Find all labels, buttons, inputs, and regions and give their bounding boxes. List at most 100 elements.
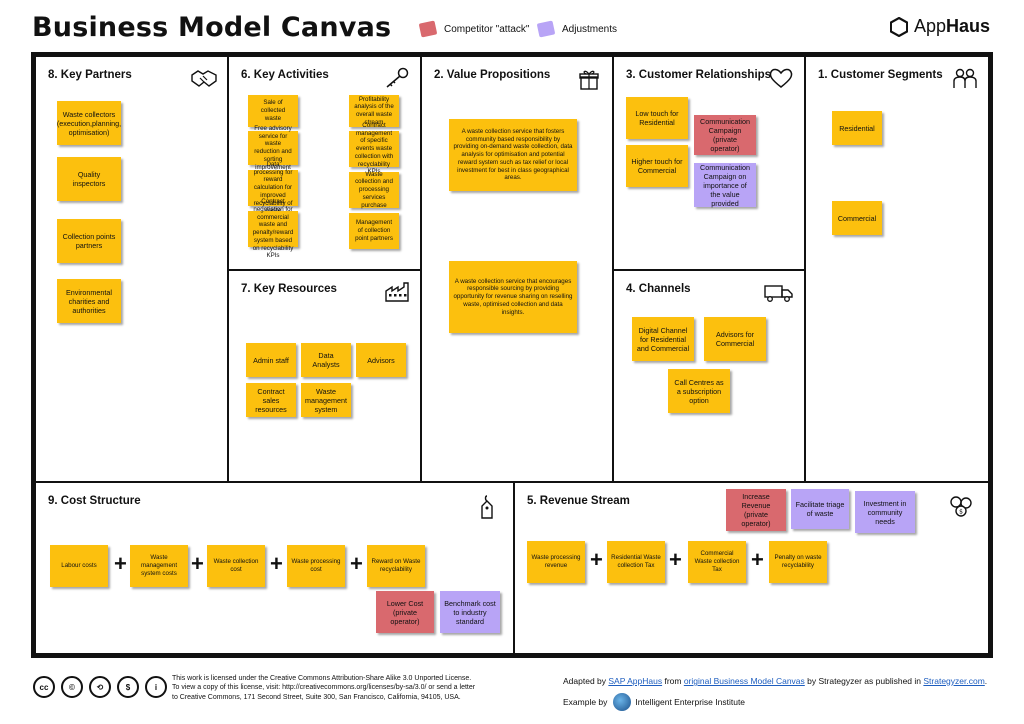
block-title: 9. Cost Structure xyxy=(48,495,141,507)
plus-sign: + xyxy=(669,547,682,572)
coins-icon: $ xyxy=(950,496,972,517)
block-title: 6. Key Activities xyxy=(241,69,329,81)
legend-label: Adjustments xyxy=(562,23,618,35)
example-by: Example by Intelligent Enterprise Instit… xyxy=(563,693,745,711)
block-title: 4. Channels xyxy=(626,283,691,295)
block-title: 5. Revenue Stream xyxy=(527,495,630,507)
block-value-propositions: 2. Value Propositions A waste collection… xyxy=(420,55,614,483)
sticky-note: Sale of collected waste xyxy=(248,95,298,127)
example-label: Example by xyxy=(563,697,608,707)
canvas-frame: 8. Key Partners Waste collectors (execut… xyxy=(31,52,993,658)
sticky-note: Commercial xyxy=(832,201,882,235)
block-title: 1. Customer Segments xyxy=(818,69,943,81)
legend-label: Competitor "attack" xyxy=(444,23,530,35)
block-customer-relationships: 3. Customer Relationships Low touch for … xyxy=(612,55,806,271)
example-org: Intelligent Enterprise Institute xyxy=(635,697,746,707)
legend-adjustments: Adjustments xyxy=(536,20,618,38)
gift-icon xyxy=(579,70,599,90)
people-icon xyxy=(953,68,977,88)
sticky-note: A waste collection service that encourag… xyxy=(449,261,577,333)
sticky-note: Waste processing cost xyxy=(287,545,345,587)
sticky-note: Waste collection and processing services… xyxy=(349,171,399,209)
heart-icon xyxy=(769,68,793,88)
sticky-note: Higher touch for Commercial xyxy=(626,145,688,187)
sticky-note: Waste management system xyxy=(301,383,351,417)
sticky-note: Environmental charities and authorities xyxy=(57,279,121,323)
license-text: This work is licensed under the Creative… xyxy=(172,674,475,702)
sticky-note: Collection points partners xyxy=(57,219,121,263)
block-title: 2. Value Propositions xyxy=(434,69,551,81)
block-title: 3. Customer Relationships xyxy=(626,69,772,81)
cc-icon: cc xyxy=(33,676,55,698)
sticky-note: Labour costs xyxy=(50,545,108,587)
iei-logo-icon xyxy=(613,693,632,711)
tag-icon xyxy=(481,495,493,519)
plus-sign: + xyxy=(270,551,283,576)
copyright-icon: © xyxy=(61,676,83,698)
attribution-mid: from xyxy=(662,676,684,686)
handshake-icon xyxy=(191,70,217,87)
sticky-note: Profitability analysis of the overall wa… xyxy=(349,95,399,127)
sticky-note: Contract negotiation for commercial wast… xyxy=(248,198,298,259)
block-channels: 4. Channels Digital Channel for Resident… xyxy=(612,269,806,483)
share-alike-icon: ⟲ xyxy=(89,676,111,698)
sap-apphaus-link[interactable]: SAP AppHaus xyxy=(608,676,663,686)
legend-swatch-purple xyxy=(536,20,556,38)
sticky-note: Residential Waste collection Tax xyxy=(607,541,665,583)
plus-sign: + xyxy=(114,551,127,576)
sticky-note: Reward on Waste recyclability xyxy=(367,545,425,587)
block-revenue-stream: 5. Revenue Stream $ Waste processing rev… xyxy=(513,481,990,655)
license-line: to Creative Commons, 171 Second Street, … xyxy=(172,693,461,701)
sticky-note: Advisors for Commercial xyxy=(704,317,766,361)
plus-sign: + xyxy=(191,551,204,576)
sticky-note: Contract sales resources xyxy=(246,383,296,417)
block-cost-structure: 9. Cost Structure Labour costs + Waste m… xyxy=(34,481,515,655)
attribution-end: . xyxy=(984,676,988,686)
license-line: To view a copy of this license, visit: h… xyxy=(172,684,476,692)
sticky-note: Penalty on waste recyclability xyxy=(769,541,827,583)
plus-sign: + xyxy=(751,547,764,572)
attribution-text: Adapted by SAP AppHaus from original Bus… xyxy=(563,676,987,686)
sticky-note: Low touch for Residential xyxy=(626,97,688,139)
sticky-note-competitor: Communication Campaign (private operator… xyxy=(694,115,756,155)
legend-swatch-red xyxy=(418,20,438,38)
sticky-note: Waste processing revenue xyxy=(527,541,585,583)
sticky-note: Waste management system costs xyxy=(130,545,188,587)
sticky-note: Admin staff xyxy=(246,343,296,377)
brand-prefix: App xyxy=(913,16,946,36)
block-key-activities: 6. Key Activities Sale of collected wast… xyxy=(227,55,422,271)
sticky-note-adjustment: Benchmark cost to industry standard xyxy=(440,591,500,633)
block-title: 8. Key Partners xyxy=(48,69,132,81)
sticky-note: Quality inspectors xyxy=(57,157,121,201)
brand-suffix: Haus xyxy=(945,16,990,36)
sticky-note: Waste collection cost xyxy=(207,545,265,587)
svg-text:$: $ xyxy=(959,509,963,516)
sticky-note: Call Centres as a subscription option xyxy=(668,369,730,413)
creative-commons-badges: cc © ⟲ $ i xyxy=(33,676,167,698)
plus-sign: + xyxy=(350,551,363,576)
legend-competitor-attack: Competitor "attack" xyxy=(418,20,530,38)
sticky-note: Contract management of specific events w… xyxy=(349,122,399,175)
block-key-resources: 7. Key Resources Admin staff Data Analys… xyxy=(227,269,422,483)
attribution-prefix: Adapted by xyxy=(563,676,609,686)
factory-icon xyxy=(385,282,409,302)
attribution-mid2: by Strategyzer as published in xyxy=(804,676,924,686)
original-bmc-link[interactable]: original Business Model Canvas xyxy=(683,676,805,686)
block-key-partners: 8. Key Partners Waste collectors (execut… xyxy=(34,55,229,483)
sticky-note: Management of collection point partners xyxy=(349,213,399,249)
sticky-note-adjustment: Communication Campaign on importance of … xyxy=(694,163,756,208)
sticky-note-competitor: Lower Cost (private operator) xyxy=(376,591,434,633)
block-customer-segments: 1. Customer Segments Residential Commerc… xyxy=(804,55,990,483)
page-title: Business Model Canvas xyxy=(32,12,392,43)
license-line: This work is licensed under the Creative… xyxy=(172,675,472,682)
sticky-note: Residential xyxy=(832,111,882,145)
sticky-note-adjustment: Investment in community needs xyxy=(855,491,915,533)
sticky-note: Data Analysts xyxy=(301,343,351,377)
strategyzer-link[interactable]: Strategyzer.com xyxy=(923,676,985,686)
plus-sign: + xyxy=(590,547,603,572)
sticky-note-competitor: Increase Revenue (private operator) xyxy=(726,489,786,531)
sticky-note: Commercial Waste collection Tax xyxy=(688,541,746,583)
sticky-note: Advisors xyxy=(356,343,406,377)
sticky-note: Data processing for reward calculation f… xyxy=(248,161,298,214)
